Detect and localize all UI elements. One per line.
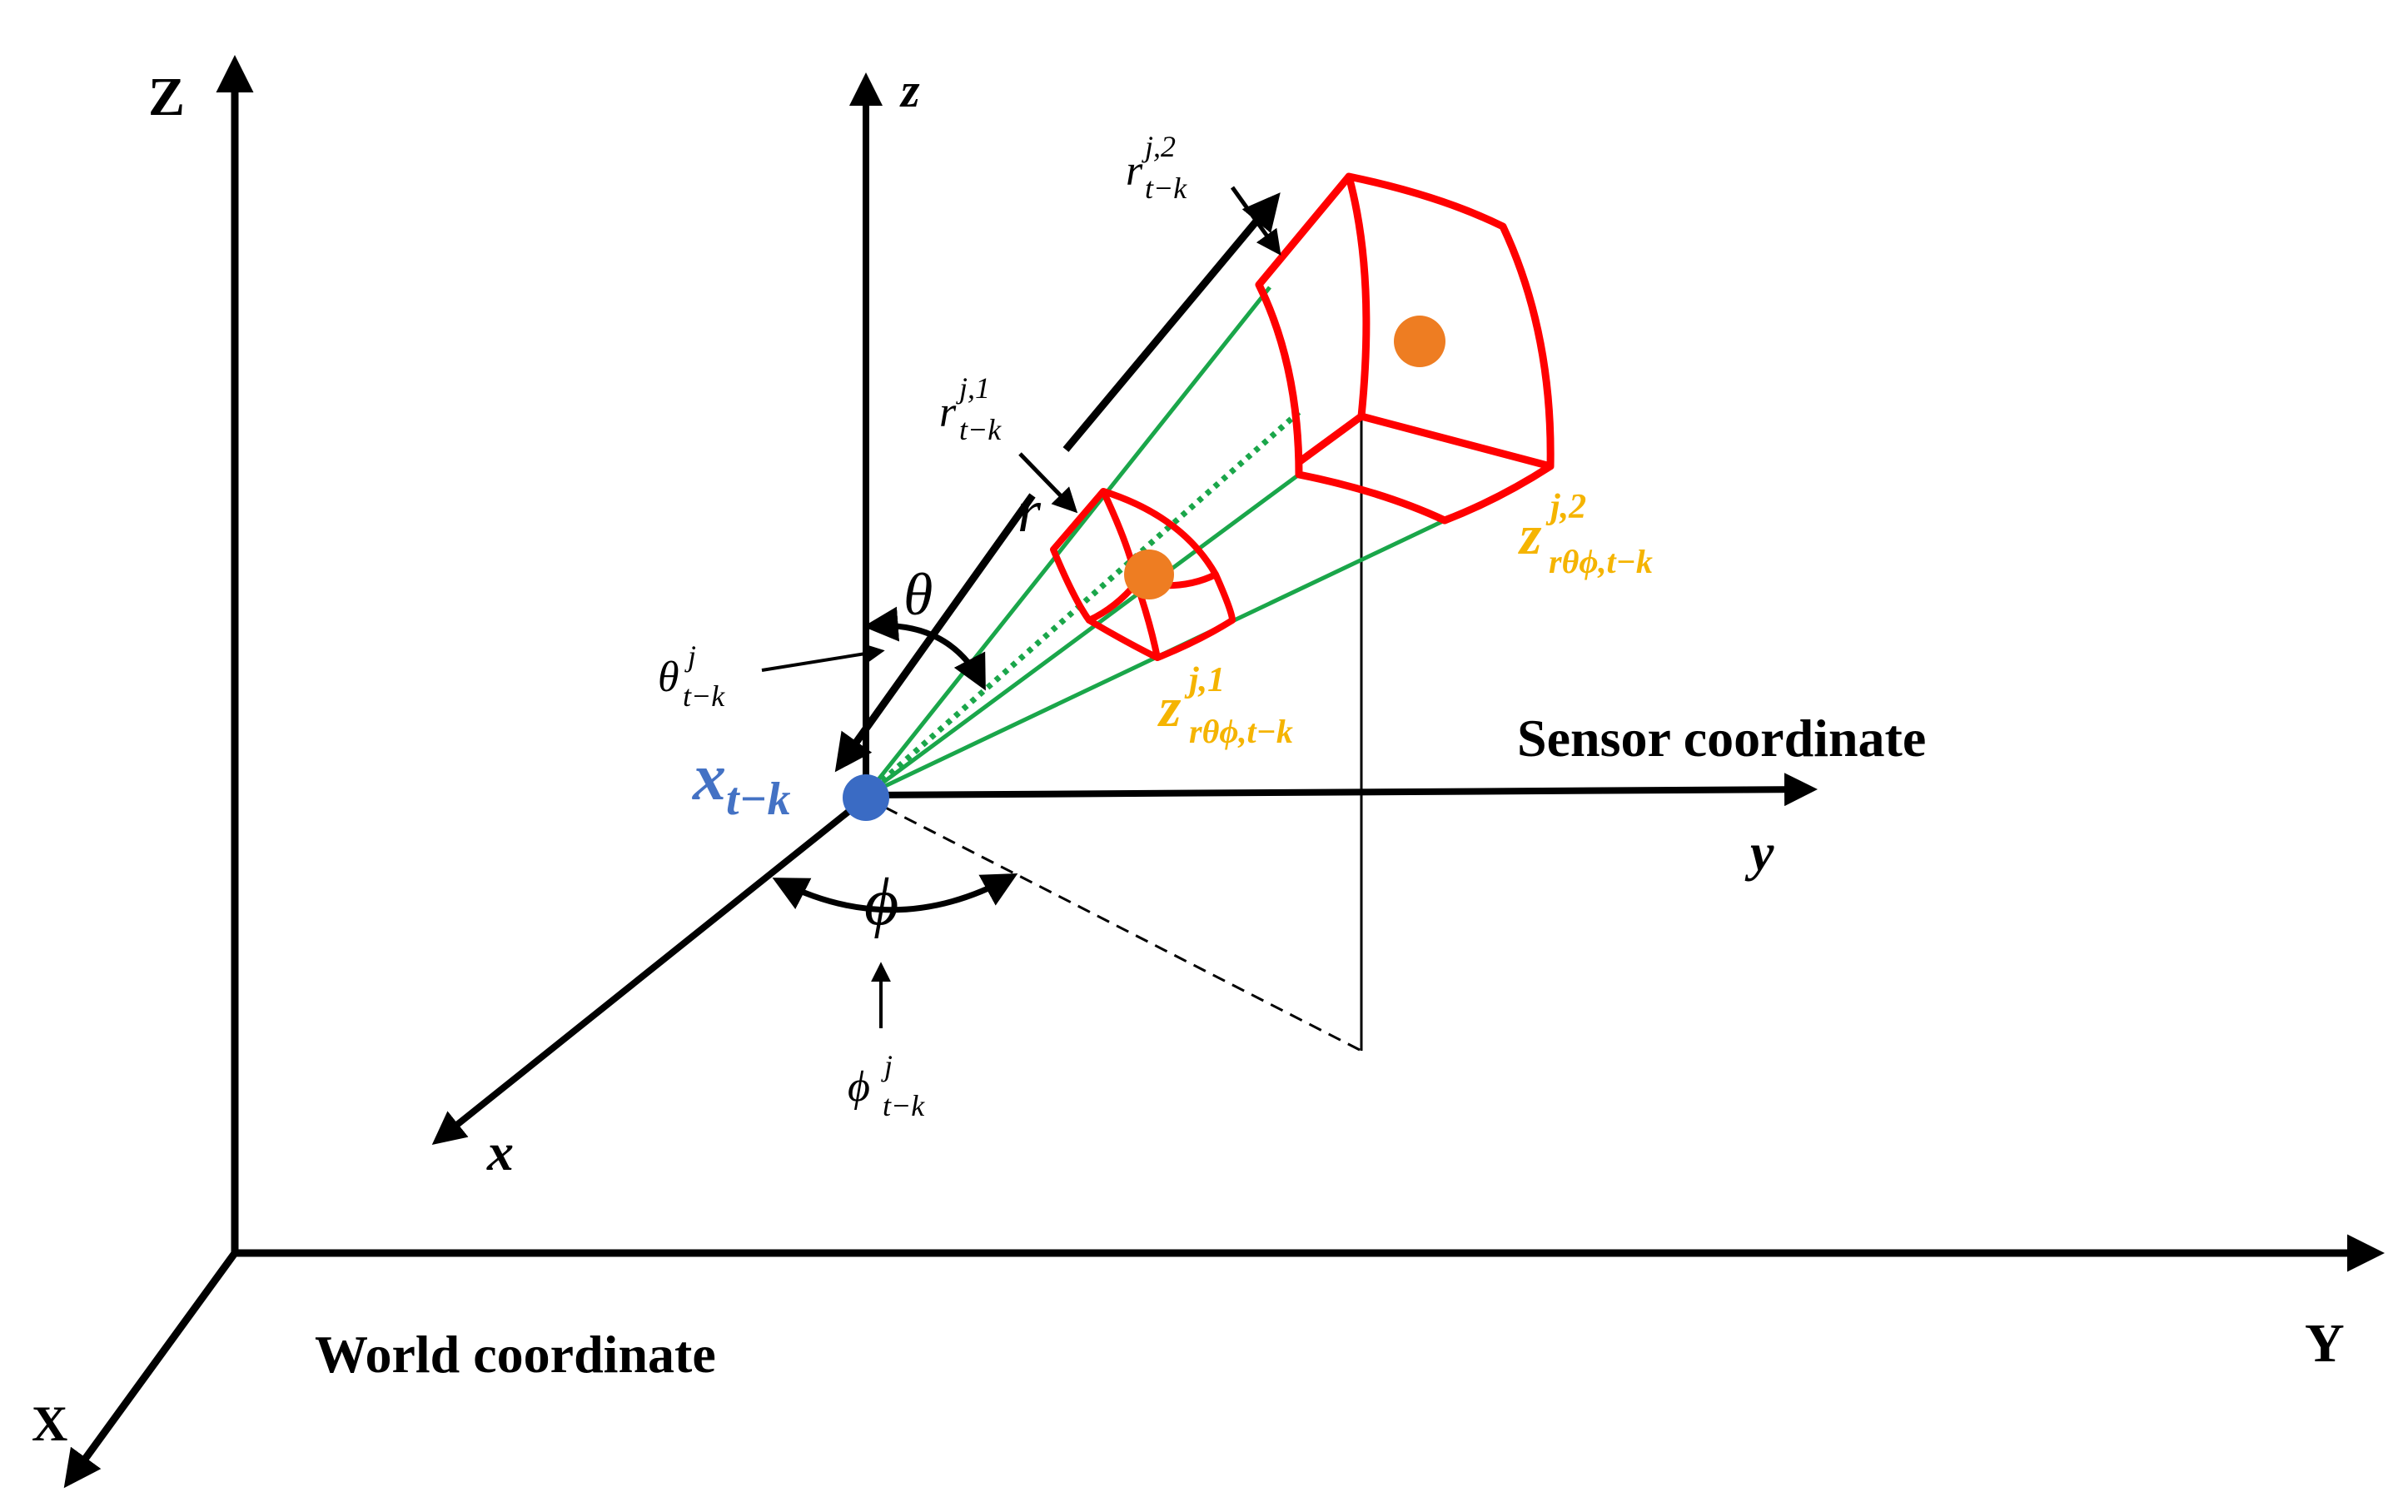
sensor-beam bbox=[863, 286, 1446, 798]
sensor-x-axis bbox=[431, 794, 868, 1145]
projection-lines bbox=[865, 416, 1363, 1052]
phi-j-base: ϕ bbox=[848, 1063, 870, 1111]
theta-j-label: θ j t−k bbox=[658, 639, 725, 713]
sensor-y-label: y bbox=[1744, 823, 1774, 882]
r-j2-sub: t−k bbox=[1145, 172, 1187, 205]
sensor-position-label: xt−k bbox=[692, 741, 791, 825]
r-j2-base: r bbox=[1126, 147, 1143, 195]
world-x-label: X bbox=[32, 1396, 67, 1451]
sensor-z-label: z bbox=[899, 63, 920, 117]
cell-j2-inner-arc bbox=[1345, 175, 1371, 417]
world-x-axis bbox=[63, 1251, 238, 1489]
cell-j2 bbox=[1255, 172, 1555, 525]
measurement-point-j1 bbox=[1124, 550, 1174, 599]
r-j1-sub: t−k bbox=[959, 413, 1002, 446]
z-j2-base: z bbox=[1518, 503, 1542, 566]
cell-j2-left-edge bbox=[1296, 413, 1364, 465]
labels: Z Y X World coordinate z y x Sensor coor… bbox=[32, 63, 2345, 1451]
theta-j-pointer bbox=[761, 644, 885, 672]
cell-j2-top-edge bbox=[1360, 412, 1552, 470]
beam-edge-top bbox=[864, 286, 1271, 797]
z-j1-label: z j,1 rθϕ,t−k bbox=[1157, 661, 1293, 750]
world-z-label: Z bbox=[148, 67, 185, 127]
phi-arc bbox=[772, 873, 1018, 913]
z-j1-base: z bbox=[1157, 675, 1182, 739]
world-y-label: Y bbox=[2305, 1313, 2345, 1374]
r-j1-sup: j,1 bbox=[956, 371, 990, 405]
z-j2-label: z j,2 rθϕ,t−k bbox=[1518, 488, 1653, 580]
theta-j-base: θ bbox=[658, 654, 679, 701]
phi-j-sup: j bbox=[881, 1049, 893, 1082]
phi-label: ϕ bbox=[864, 866, 898, 939]
theta-label: θ bbox=[903, 561, 933, 628]
sensor-axes bbox=[431, 72, 1818, 1145]
z-j2-sub: rθϕ,t−k bbox=[1549, 543, 1653, 580]
r-j2-pointer bbox=[1230, 186, 1281, 256]
phi-projection-dashed bbox=[865, 796, 1362, 1052]
phi-j-sub: t−k bbox=[883, 1089, 925, 1122]
range-r-arrow-upper bbox=[1062, 192, 1281, 452]
sensor-position-subscript: t−k bbox=[726, 773, 791, 825]
theta-j-sup: j bbox=[684, 639, 696, 673]
phi-j-label: ϕ j t−k bbox=[848, 1049, 925, 1122]
r-j1-pointer bbox=[1018, 452, 1078, 514]
r-j2-label: r j,2 t−k bbox=[1126, 130, 1187, 205]
z-j1-sub: rθϕ,t−k bbox=[1189, 713, 1293, 750]
theta-arc bbox=[863, 606, 986, 691]
sensor-x-label: x bbox=[486, 1122, 514, 1181]
sensor-point bbox=[843, 774, 889, 821]
z-j2-sup: j,2 bbox=[1545, 488, 1586, 526]
r-j1-label: r j,1 t−k bbox=[939, 371, 1002, 446]
range-r-label: r bbox=[1017, 478, 1042, 545]
theta-j-sub: t−k bbox=[683, 679, 725, 713]
cell-j1-outer bbox=[1050, 488, 1236, 661]
sensor-position-symbol: x bbox=[692, 741, 726, 814]
beam-edge-middle bbox=[864, 472, 1301, 798]
world-coordinate-caption: World coordinate bbox=[315, 1325, 716, 1384]
cell-j2-outer bbox=[1255, 172, 1555, 525]
sensor-y-axis bbox=[865, 773, 1818, 807]
r-j2-sup: j,2 bbox=[1142, 130, 1176, 163]
measurement-point-j2 bbox=[1394, 316, 1445, 367]
z-j1-sup: j,1 bbox=[1184, 661, 1225, 699]
r-j1-base: r bbox=[939, 389, 957, 436]
angle-arcs bbox=[772, 606, 1018, 913]
sensor-coordinate-caption: Sensor coordinate bbox=[1517, 709, 1926, 768]
world-axes bbox=[63, 55, 2385, 1489]
